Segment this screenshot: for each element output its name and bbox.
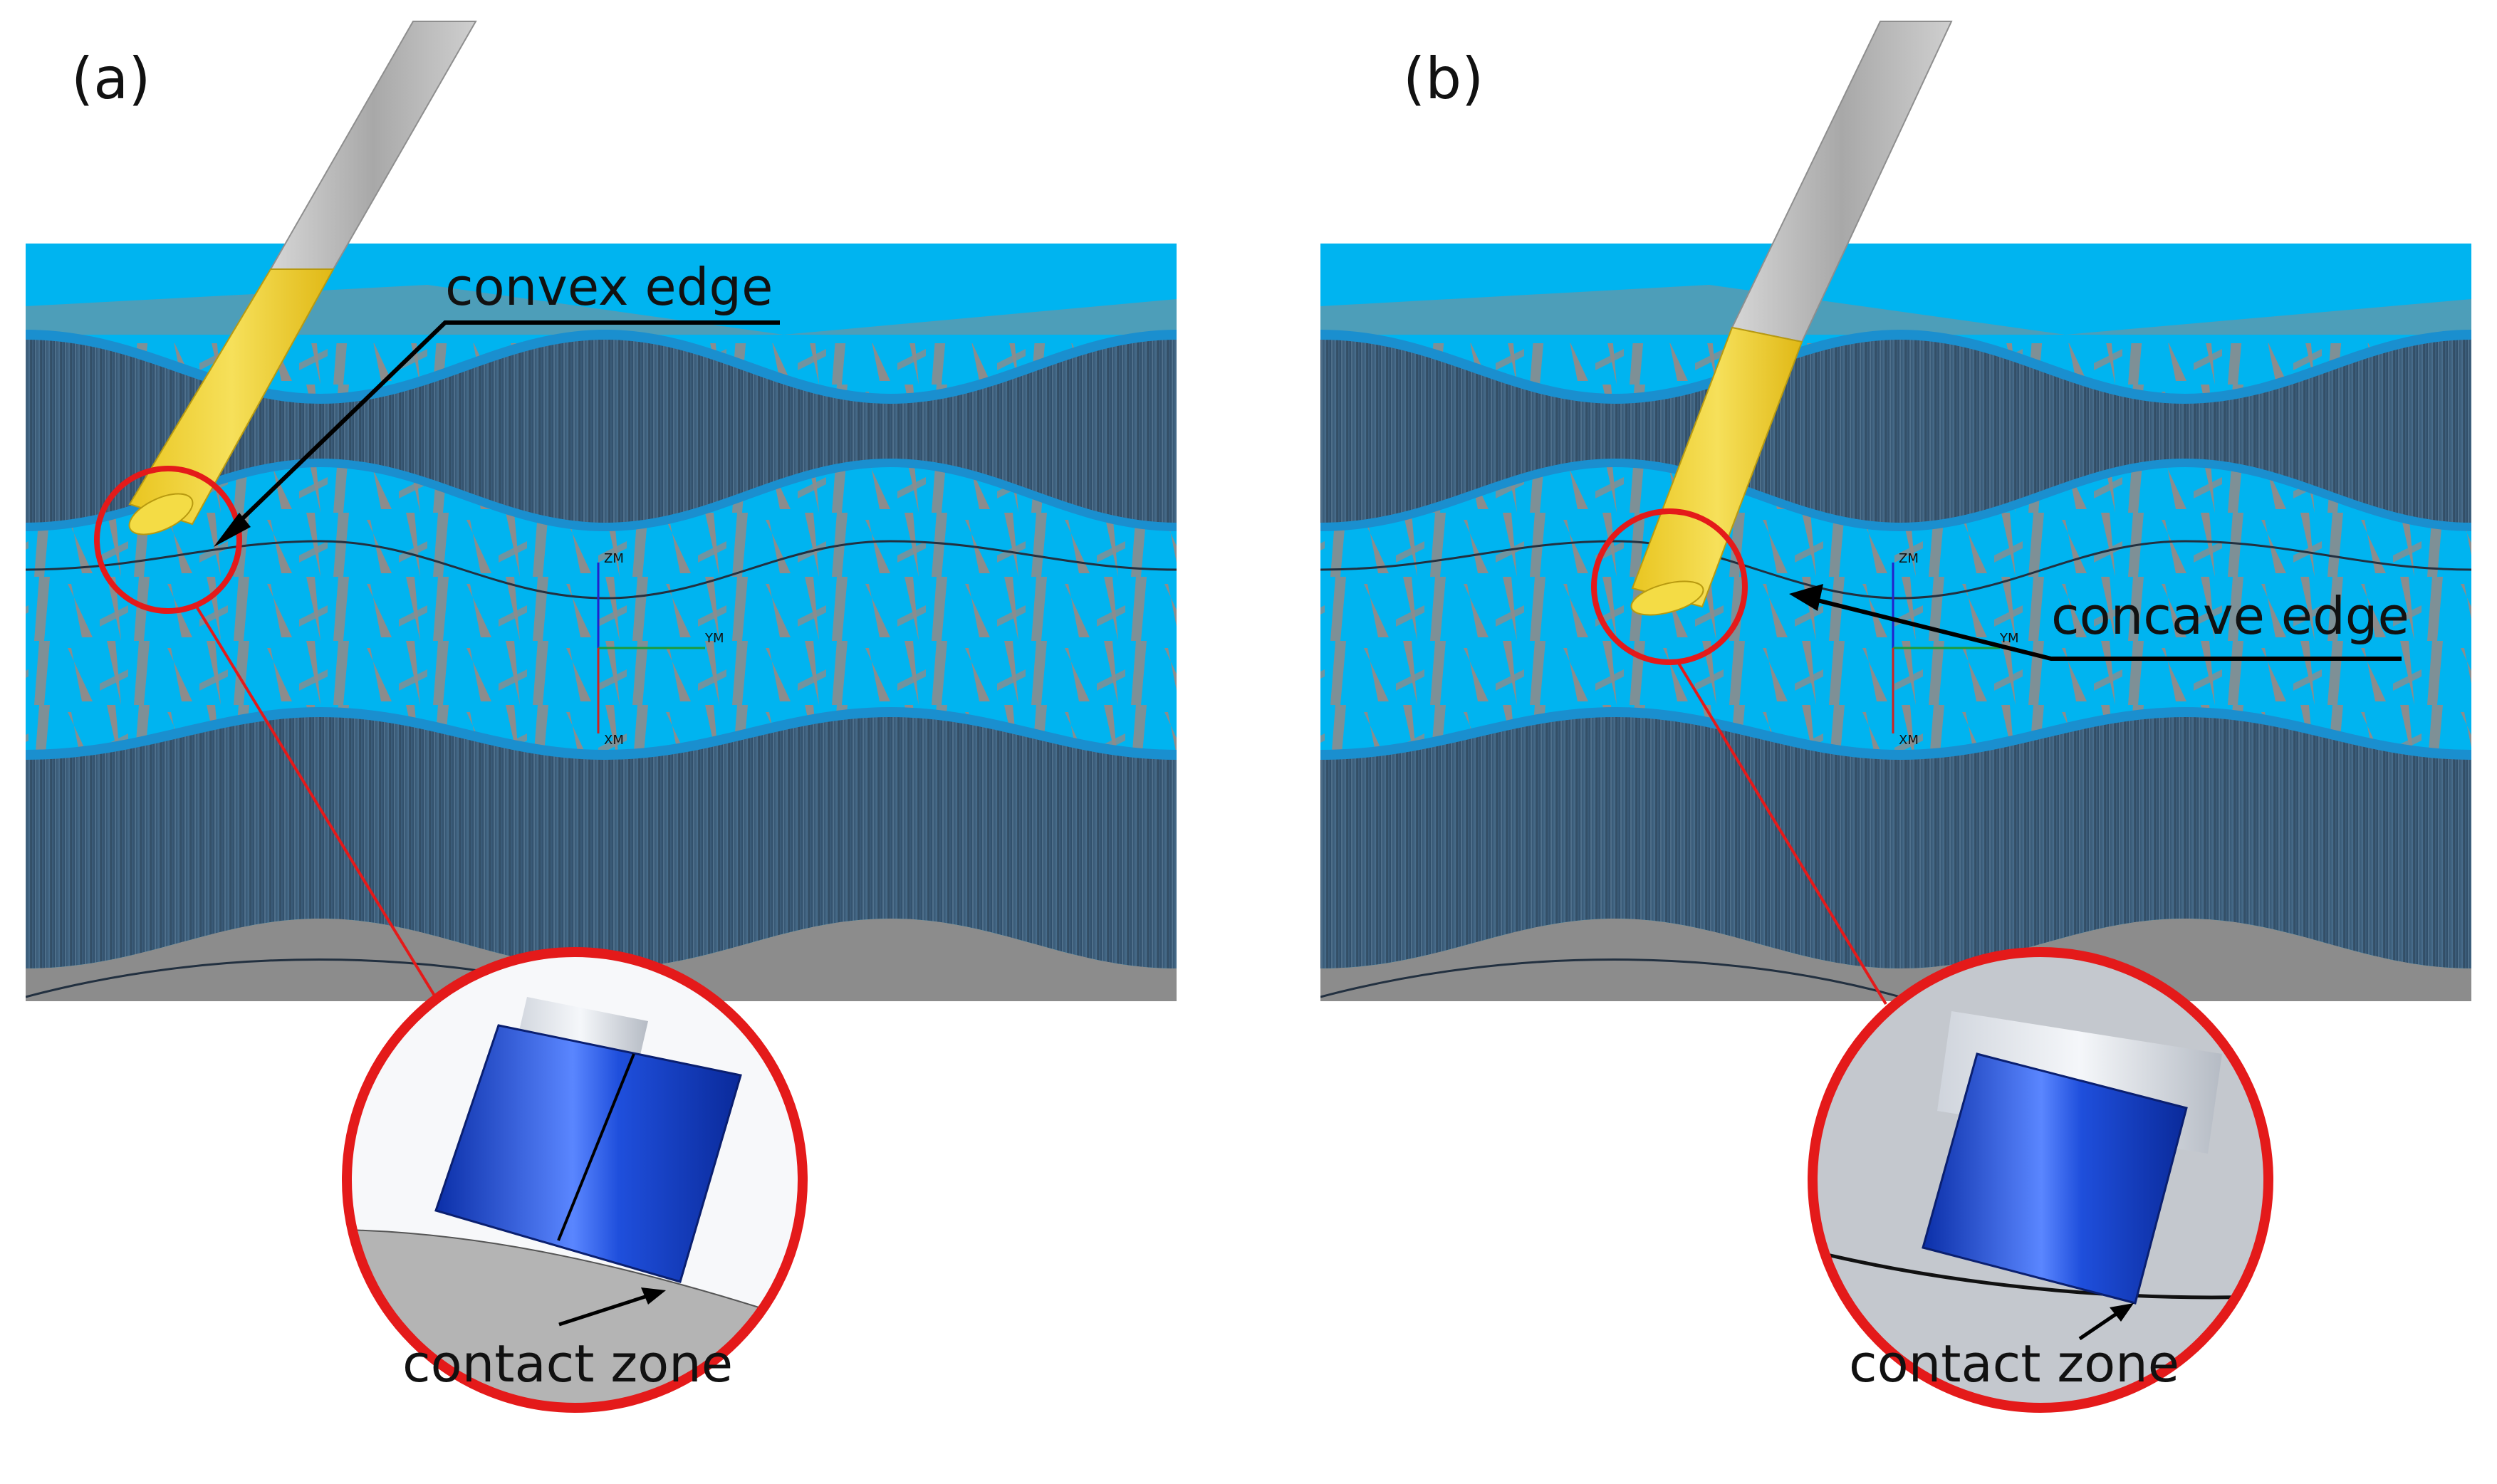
axis-triad-b: ZM YM XM (1892, 551, 2019, 748)
zoom-label-a: contact zone (402, 1334, 733, 1394)
zoom-circle-b: contact zone (1808, 947, 2273, 1413)
zoom-circle-a: contact zone (342, 947, 808, 1413)
panel-a: (a) ZM YM XM (26, 21, 1177, 1413)
zoom-cutter-a (434, 1024, 742, 1283)
edge-label-a: convex edge (445, 257, 773, 317)
zoom-cutter-b (1922, 1052, 2188, 1305)
edge-label-b: concave edge (2051, 586, 2409, 646)
tool-cutter-b (1631, 326, 1803, 608)
edge-annotation-a: convex edge (214, 257, 780, 547)
tool-cutter-a (128, 268, 335, 526)
zoom-connector-b (1677, 661, 1887, 1005)
panel-label-a: (a) (71, 46, 150, 112)
panel-b: (b) ZM YM XM (1320, 21, 2471, 1413)
panel-label-b: (b) (1403, 46, 1484, 112)
axis-y-label-b: YM (1999, 631, 2019, 646)
tool-a (128, 21, 477, 535)
axis-triad-a: ZM YM XM (597, 551, 724, 748)
axis-z-label-b: ZM (1899, 551, 1919, 566)
axis-y-label-a: YM (704, 631, 724, 646)
workpiece-b (1320, 244, 2471, 1001)
tool-b (1630, 21, 1953, 616)
zoom-label-b: contact zone (1849, 1334, 2179, 1394)
edge-annotation-b: concave edge (1789, 584, 2409, 661)
highlight-circle-a (94, 466, 242, 614)
axis-x-label-a: XM (604, 733, 624, 748)
tool-shank-a (269, 21, 477, 270)
zoom-connector-a (195, 605, 436, 997)
axis-z-label-a: ZM (604, 551, 624, 566)
workpiece-a (26, 244, 1177, 1001)
highlight-circle-b (1591, 508, 1748, 665)
axis-x-label-b: XM (1899, 733, 1919, 748)
